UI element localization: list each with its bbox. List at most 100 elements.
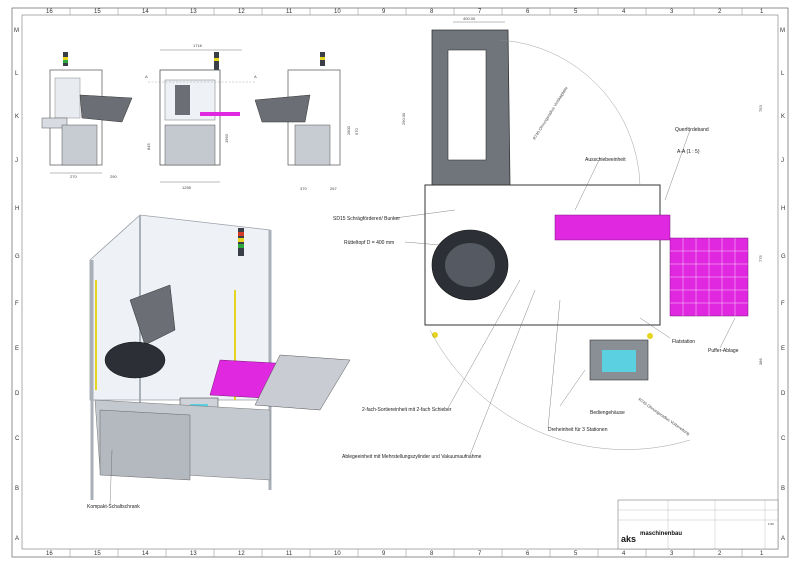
top-frame — [424, 184, 661, 326]
grid-right-2: K — [781, 114, 785, 120]
front-cabinet — [164, 124, 216, 166]
grid-left-10: B — [15, 486, 19, 492]
inner-border — [21, 14, 779, 550]
callout-placing-unit: Ablegeeinheit mit Mehrstellungszylinder … — [342, 454, 482, 460]
grid-right-1: L — [781, 71, 785, 77]
title-block: aks maschinenbau 1:50 — [617, 499, 779, 550]
dim-top-width: 400.00 — [463, 16, 476, 21]
callout-bunker: SD15 Schrägfördereri/ Bunker — [333, 216, 400, 222]
grid-right-4: H — [781, 206, 785, 212]
iso-cabinet-door — [99, 409, 191, 481]
dim-height-1: 2800 — [346, 125, 351, 135]
side-cabinet-left — [61, 124, 98, 166]
callout-flat-station: Flatstation — [672, 339, 695, 345]
top-corner-marker-1 — [432, 332, 438, 338]
radius-label-upper: R745 Ohnungsradius Vertikalplatte — [532, 85, 569, 141]
dim-left-b: 290 — [110, 174, 117, 179]
leader-flat — [639, 317, 671, 339]
grid-right-6: F — [781, 301, 785, 307]
top-cross-conveyor-tray — [554, 214, 671, 241]
grid-right-9: C — [781, 436, 786, 442]
grid-labels-left: M L K J H G F E D C B A — [14, 28, 20, 542]
grid-bottom-1: 15 — [94, 551, 101, 557]
title-block-frame — [617, 499, 779, 550]
grid-bottom-3: 13 — [190, 551, 197, 557]
callout-sorting-unit: 2-fach-Sortiereinheit mit 2-fach Schiebe… — [362, 407, 452, 413]
leader-housing — [559, 369, 586, 407]
front-hopper — [175, 85, 190, 115]
signal-lamp-yellow-front — [214, 58, 219, 61]
side-window-left — [54, 77, 81, 119]
radius-arc-upper — [499, 39, 641, 186]
grid-right-3: J — [781, 158, 784, 164]
grid-top-12: 4 — [622, 9, 626, 15]
callout-cabinet: Kompakt-Schaltschrank — [87, 504, 140, 510]
grid-bottom-15: 1 — [760, 551, 764, 557]
grid-top-14: 2 — [718, 9, 722, 15]
grid-right-5: G — [781, 254, 786, 260]
grid-right-11: A — [781, 536, 785, 542]
grid-top-11: 5 — [574, 9, 578, 15]
front-buffer-tray — [200, 112, 240, 116]
grid-top-0: 16 — [46, 9, 53, 15]
grid-bottom-6: 10 — [334, 551, 341, 557]
radius-label-lower: R745 Ohnungsradius Vorbereitung — [637, 397, 690, 436]
grid-left-7: E — [15, 346, 19, 352]
leader-rotary — [547, 299, 561, 429]
grid-left-5: G — [15, 254, 20, 260]
grid-labels-right: M L K J H G F E D C B A — [780, 28, 786, 542]
leader-cross-conveyor — [664, 129, 691, 201]
side-view-right: 370 267 2800 970 — [254, 52, 359, 191]
grid-left-3: J — [15, 158, 18, 164]
section-a-right: A — [254, 74, 257, 79]
dim-height-3: 970 — [354, 128, 359, 135]
grid-top-9: 7 — [478, 9, 482, 15]
leader-sorting — [447, 279, 521, 409]
grid-bottom-5: 11 — [286, 551, 293, 557]
dim-front-base: 1255 — [182, 185, 192, 190]
dim-right-b: 267 — [330, 186, 337, 191]
grid-top-3: 13 — [190, 9, 197, 15]
grid-top-4: 12 — [238, 9, 245, 15]
top-bowl-inner — [445, 243, 495, 287]
iso-side-table — [254, 354, 351, 411]
callout-bowl: Rütteltopf D = 400 mm — [344, 240, 394, 246]
callout-operator-housing: Bediengehäuse — [590, 410, 625, 416]
grid-bottom-8: 8 — [430, 551, 434, 557]
dim-height-4: 845 — [146, 143, 151, 150]
grid-bottom-12: 4 — [622, 551, 626, 557]
iso-lamp-green — [238, 244, 244, 248]
grid-top-13: 3 — [670, 9, 674, 15]
grid-top-6: 10 — [334, 9, 341, 15]
title-scale: 1:50 — [768, 522, 774, 526]
grid-right-10: B — [781, 486, 785, 492]
outer-border — [11, 7, 789, 558]
title-logo: aks — [621, 534, 636, 544]
grid-top-1: 15 — [94, 9, 101, 15]
iso-hopper — [129, 284, 176, 346]
isometric-view — [89, 214, 351, 500]
side-conveyor-right — [254, 94, 311, 123]
grid-bottom-14: 2 — [718, 551, 722, 557]
dim-top-right-low: 386 — [758, 358, 763, 365]
grid-labels-bottom: 16 15 14 13 12 11 10 9 8 7 6 5 4 3 2 1 — [46, 551, 764, 557]
grid-labels-top: 16 15 14 13 12 11 10 9 8 7 6 5 4 3 2 1 — [46, 9, 764, 15]
leader-pusher — [574, 157, 601, 211]
iso-lamp-red — [238, 232, 244, 236]
top-buffer-grid — [670, 238, 748, 316]
grid-top-10: 6 — [526, 9, 530, 15]
grid-bottom-0: 16 — [46, 551, 53, 557]
dim-right-a: 370 — [300, 186, 307, 191]
section-a-left: A — [145, 74, 148, 79]
leader-bunker — [394, 209, 456, 219]
grid-left-1: L — [15, 71, 19, 77]
leader-bowl — [404, 241, 441, 246]
title-company: maschinenbau — [640, 531, 682, 537]
leader-cabinet — [109, 449, 113, 506]
dim-height-2: 1963 — [224, 133, 229, 143]
top-view: 400.00 290.00 R745 Ohnungsradius Vertika… — [401, 16, 763, 450]
callout-cross-conveyor: Querfördeband — [675, 127, 709, 133]
dim-top-left: 290.00 — [401, 112, 406, 125]
callouts — [109, 129, 736, 506]
dim-front-width: 1716 — [193, 43, 203, 48]
